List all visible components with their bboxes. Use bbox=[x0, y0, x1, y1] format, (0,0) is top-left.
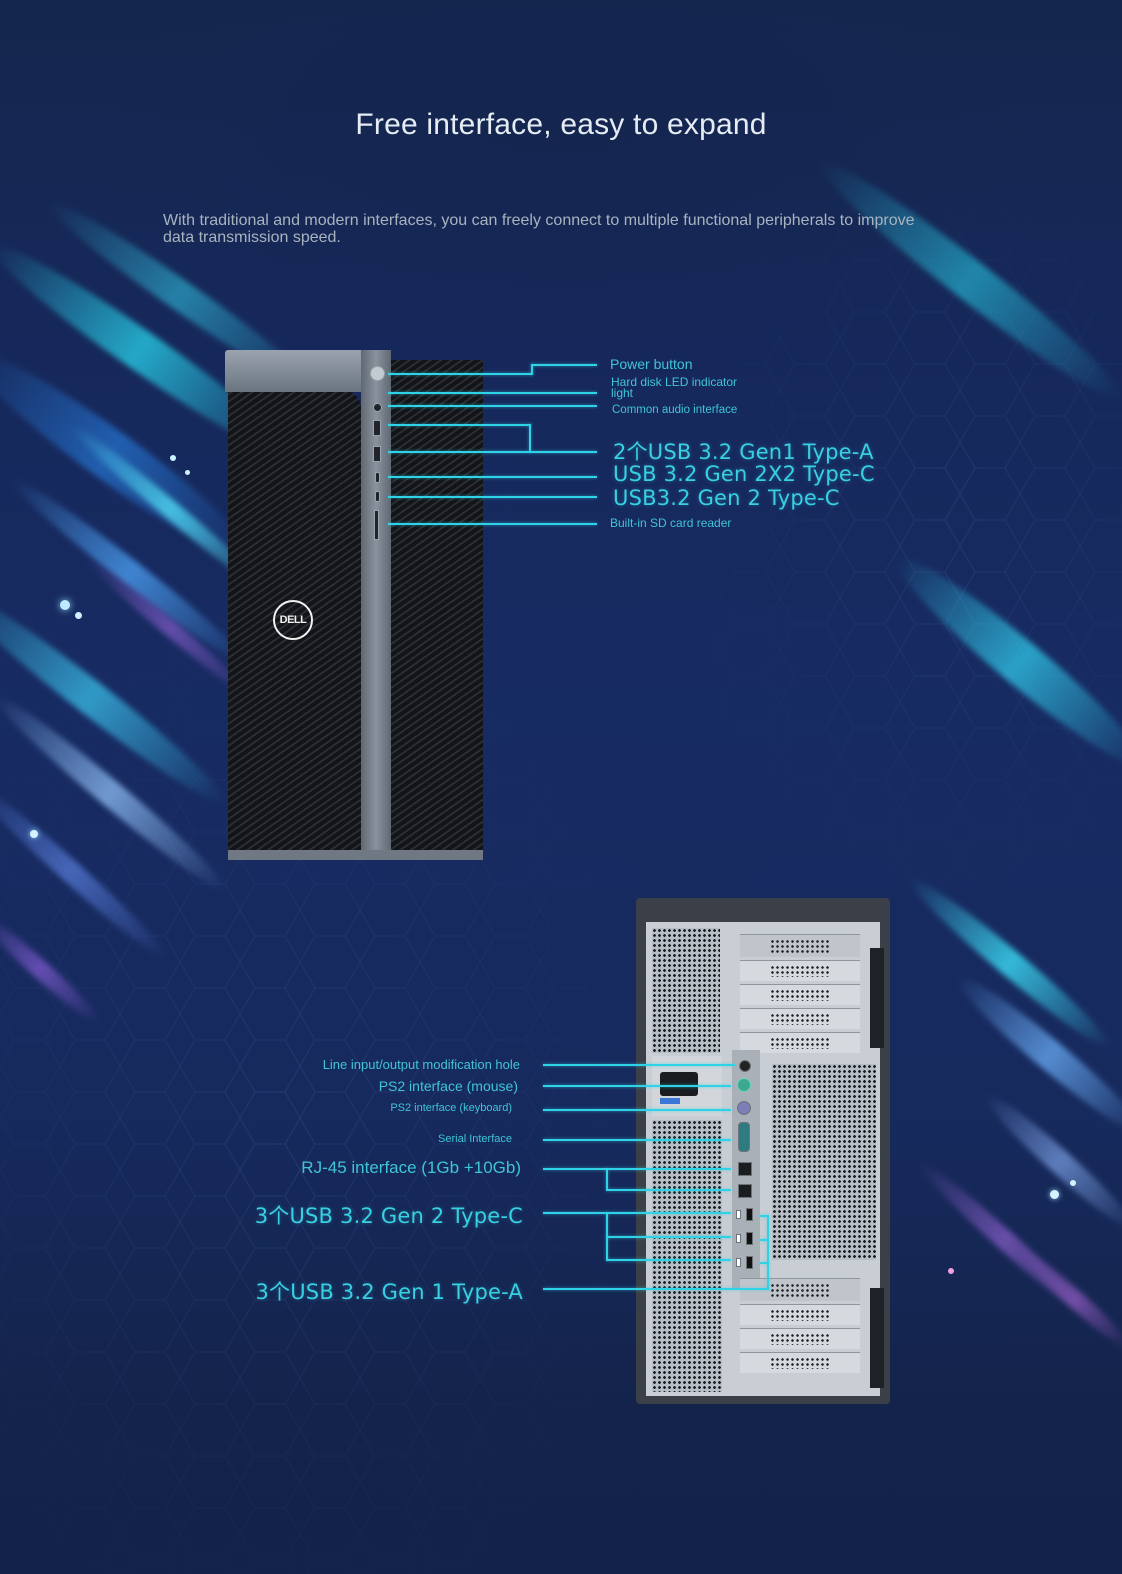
label-ps2-keyboard: PS2 interface (keyboard) bbox=[390, 1102, 512, 1114]
label-front-usb-c-gen2: USB3.2 Gen 2 Type-C bbox=[613, 486, 840, 510]
side-latch bbox=[870, 1288, 884, 1388]
expansion-slot bbox=[740, 1328, 860, 1349]
label-serial: Serial Interface bbox=[438, 1133, 512, 1145]
expansion-slot bbox=[740, 1304, 860, 1325]
usb-c-port-icon bbox=[736, 1234, 741, 1243]
page-subtitle: With traditional and modern interfaces, … bbox=[163, 212, 915, 246]
label-sd-reader: Built-in SD card reader bbox=[610, 516, 732, 530]
power-button-icon bbox=[370, 366, 385, 381]
psu-vent-bottom bbox=[652, 1120, 722, 1392]
label-power-button: Power button bbox=[610, 356, 693, 372]
front-grille-right bbox=[391, 360, 483, 852]
expansion-slot bbox=[740, 960, 860, 981]
label-ps2-mouse: PS2 interface (mouse) bbox=[378, 1078, 518, 1094]
usb-c-port-icon bbox=[375, 472, 380, 483]
rear-vent-main bbox=[772, 1064, 876, 1260]
expansion-slot bbox=[740, 1278, 860, 1301]
psu-release-tab bbox=[660, 1098, 680, 1104]
usb-a-port-icon bbox=[373, 420, 381, 436]
expansion-slot bbox=[740, 1008, 860, 1029]
line-io-jack-icon bbox=[739, 1060, 751, 1072]
label-audio: Common audio interface bbox=[612, 404, 738, 416]
label-front-usb-c-2x2: USB 3.2 Gen 2X2 Type-C bbox=[613, 462, 875, 486]
sd-card-slot-icon bbox=[374, 510, 379, 540]
expansion-slot bbox=[740, 984, 860, 1005]
serial-port-icon bbox=[738, 1122, 750, 1152]
rj45-port-icon bbox=[738, 1184, 752, 1198]
expansion-slot bbox=[740, 1352, 860, 1373]
dell-logo: DELL bbox=[273, 600, 313, 640]
label-hdd-led: Hard disk LED indicator light bbox=[611, 375, 738, 400]
label-rj45: RJ-45 interface (1Gb +10Gb) bbox=[301, 1158, 521, 1177]
expansion-slot bbox=[740, 934, 860, 957]
front-base bbox=[228, 850, 483, 860]
label-front-usb-a: 2个USB 3.2 Gen1 Type-A bbox=[613, 440, 874, 464]
workstation-rear-image bbox=[636, 898, 890, 1404]
expansion-slot bbox=[740, 1032, 860, 1053]
usb-a-port-icon bbox=[746, 1232, 753, 1245]
ps2-keyboard-port-icon bbox=[737, 1101, 751, 1115]
usb-a-port-icon bbox=[746, 1208, 753, 1221]
usb-a-port-icon bbox=[373, 446, 381, 462]
psu-vent-top bbox=[652, 928, 720, 1053]
power-socket bbox=[660, 1072, 698, 1096]
audio-jack-icon bbox=[373, 403, 382, 412]
label-rear-usb-a: 3个USB 3.2 Gen 1 Type-A bbox=[255, 1280, 523, 1304]
ps2-mouse-port-icon bbox=[737, 1078, 751, 1092]
label-rear-usb-c: 3个USB 3.2 Gen 2 Type-C bbox=[254, 1204, 523, 1228]
usb-a-port-icon bbox=[746, 1256, 753, 1269]
side-latch bbox=[870, 948, 884, 1048]
rj45-port-icon bbox=[738, 1162, 752, 1176]
label-line-io: Line input/output modification hole bbox=[322, 1057, 520, 1072]
usb-c-port-icon bbox=[736, 1210, 741, 1219]
usb-c-port-icon bbox=[375, 491, 380, 502]
page-title: Free interface, easy to expand bbox=[355, 108, 767, 141]
usb-c-port-icon bbox=[736, 1258, 741, 1267]
workstation-front-image: DELL bbox=[225, 350, 483, 862]
